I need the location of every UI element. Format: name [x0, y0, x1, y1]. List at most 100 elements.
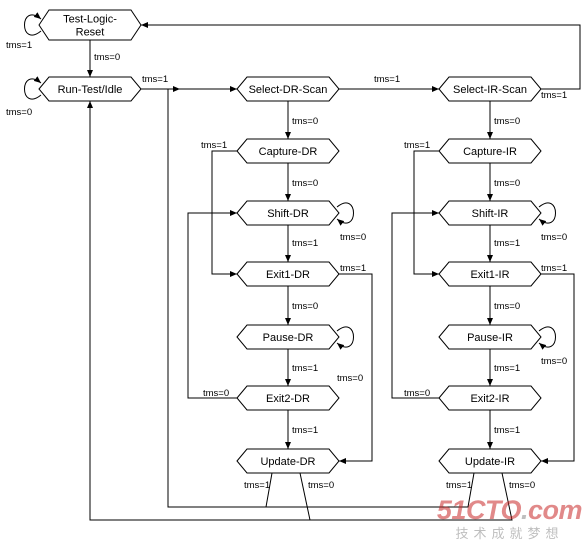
- state-update-dr: Update-DR: [236, 448, 340, 474]
- state-shape: [438, 324, 542, 350]
- state-capture-dr: Capture-DR: [236, 138, 340, 164]
- state-label: Run-Test/Idle: [58, 84, 123, 96]
- state-shape: [38, 76, 142, 102]
- state-select-dr-scan: Select-DR-Scan: [236, 76, 340, 102]
- transition-label-pir-to-e2ir: tms=1: [494, 363, 520, 374]
- transition-label-rti-self: tms=0: [6, 107, 32, 118]
- state-shape: [236, 324, 340, 350]
- transition-label-tlr-self: tms=1: [6, 40, 32, 51]
- transition-label-e1ir-to-pir: tms=0: [494, 301, 520, 312]
- state-label: Exit2-DR: [266, 393, 310, 405]
- edge-e2dr-to-shdr: [187, 210, 237, 399]
- state-shape: [438, 200, 542, 226]
- state-shape: [438, 261, 542, 287]
- transition-label-sdr-to-sir: tms=1: [374, 74, 400, 85]
- state-exit2-ir: Exit2-IR: [438, 385, 542, 411]
- state-shape: [236, 200, 340, 226]
- state-label: Pause-IR: [467, 332, 513, 344]
- edge-shir-self: [538, 202, 556, 226]
- transition-label-shdr-to-e1dr: tms=1: [292, 238, 318, 249]
- transition-label-e2ir-to-shir: tms=0: [404, 388, 430, 399]
- transition-label-e2dr-to-udr: tms=1: [292, 425, 318, 436]
- transition-label-e1dr-to-udr: tms=1: [340, 263, 366, 274]
- state-shape: [236, 76, 340, 102]
- state-label: Capture-DR: [259, 146, 318, 158]
- state-label: Test-Logic-Reset: [63, 14, 117, 39]
- edge-udr-to-rti-line: [89, 109, 311, 521]
- transition-label-sir-to-tlr: tms=1: [541, 90, 567, 101]
- edge-e1dr-to-udr: [339, 273, 373, 464]
- edge-uir-to-rti: [310, 472, 513, 521]
- state-pause-ir: Pause-IR: [438, 324, 542, 350]
- transition-label-udr-to-rti: tms=0: [308, 480, 334, 491]
- transition-label-pdr-to-e2dr: tms=1: [292, 363, 318, 374]
- state-exit2-dr: Exit2-DR: [236, 385, 340, 411]
- transition-label-udr-to-sdr: tms=1: [244, 480, 270, 491]
- state-shape: [236, 138, 340, 164]
- state-pause-dr: Pause-DR: [236, 324, 340, 350]
- state-shift-ir: Shift-IR: [438, 200, 542, 226]
- state-select-ir-scan: Select-IR-Scan: [438, 76, 542, 102]
- state-label: Pause-DR: [263, 332, 314, 344]
- transition-label-rti-to-sdr: tms=1: [142, 74, 168, 85]
- state-label: Capture-IR: [463, 146, 517, 158]
- state-shift-dr: Shift-DR: [236, 200, 340, 226]
- edge-pdr-self: [336, 326, 354, 350]
- state-shape: [236, 385, 340, 411]
- transition-label-e1dr-to-pdr: tms=0: [292, 301, 318, 312]
- transition-label-cdr-to-e1dr: tms=1: [201, 140, 227, 151]
- state-shape: [438, 448, 542, 474]
- transition-label-pdr-self: tms=0: [337, 373, 363, 384]
- transition-label-e1ir-to-uir: tms=1: [541, 263, 567, 274]
- transition-label-cir-to-e1ir: tms=1: [404, 140, 430, 151]
- state-shape: [236, 261, 340, 287]
- state-label: Select-IR-Scan: [453, 84, 527, 96]
- transition-label-uir-to-sdr: tms=1: [446, 480, 472, 491]
- state-label: Select-DR-Scan: [249, 84, 328, 96]
- state-shape: [236, 448, 340, 474]
- edge-uir-to-sdr: [266, 472, 475, 508]
- transition-label-sir-to-cir: tms=0: [494, 116, 520, 127]
- edge-rti-self: [24, 76, 42, 100]
- edge-tlr-self: [24, 12, 42, 36]
- edge-shdr-self: [336, 202, 354, 226]
- state-shape: [438, 385, 542, 411]
- state-shape: [438, 138, 542, 164]
- transition-label-pir-self: tms=0: [541, 356, 567, 367]
- state-label: Shift-DR: [267, 208, 309, 220]
- state-update-ir: Update-IR: [438, 448, 542, 474]
- state-exit1-ir: Exit1-IR: [438, 261, 542, 287]
- state-label: Exit1-IR: [470, 269, 509, 281]
- edge-e1ir-to-uir: [541, 273, 575, 464]
- transition-label-e2dr-to-shdr: tms=0: [203, 388, 229, 399]
- transition-label-cir-to-shir: tms=0: [494, 178, 520, 189]
- state-exit1-dr: Exit1-DR: [236, 261, 340, 287]
- transition-label-uir-to-rti: tms=0: [509, 480, 535, 491]
- state-capture-ir: Capture-IR: [438, 138, 542, 164]
- state-test-logic-reset: Test-Logic-Reset: [38, 9, 142, 41]
- edge-e2ir-to-shir: [391, 210, 439, 399]
- transition-label-sdr-to-cdr: tms=0: [292, 116, 318, 127]
- transition-labels: tms=1 tms=0 tms=0 tms=1 tms=1 tms=1 tms=0 tms=0…: [6, 40, 567, 491]
- transition-edges: [24, 12, 581, 521]
- transition-label-shir-self: tms=0: [541, 232, 567, 243]
- state-shape: [438, 76, 542, 102]
- state-label: Update-IR: [465, 456, 515, 468]
- edge-pir-self: [538, 326, 556, 350]
- transition-label-e2ir-to-uir: tms=1: [494, 425, 520, 436]
- state-label: Update-DR: [260, 456, 315, 468]
- state-run-test-idle: Run-Test/Idle: [38, 76, 142, 102]
- edge-sir-to-tlr: [141, 22, 581, 90]
- state-label: Exit2-IR: [470, 393, 509, 405]
- transition-label-tlr-to-rti: tms=0: [94, 52, 120, 63]
- transition-label-cdr-to-sdr2: tms=0: [292, 178, 318, 189]
- transition-label-shdr-self: tms=0: [340, 232, 366, 243]
- edge-udr-to-sdr-line: [167, 89, 273, 508]
- state-label: Shift-IR: [472, 208, 509, 220]
- state-label: Exit1-DR: [266, 269, 310, 281]
- transition-label-shir-to-e1ir: tms=1: [494, 238, 520, 249]
- state-shape: [38, 9, 142, 41]
